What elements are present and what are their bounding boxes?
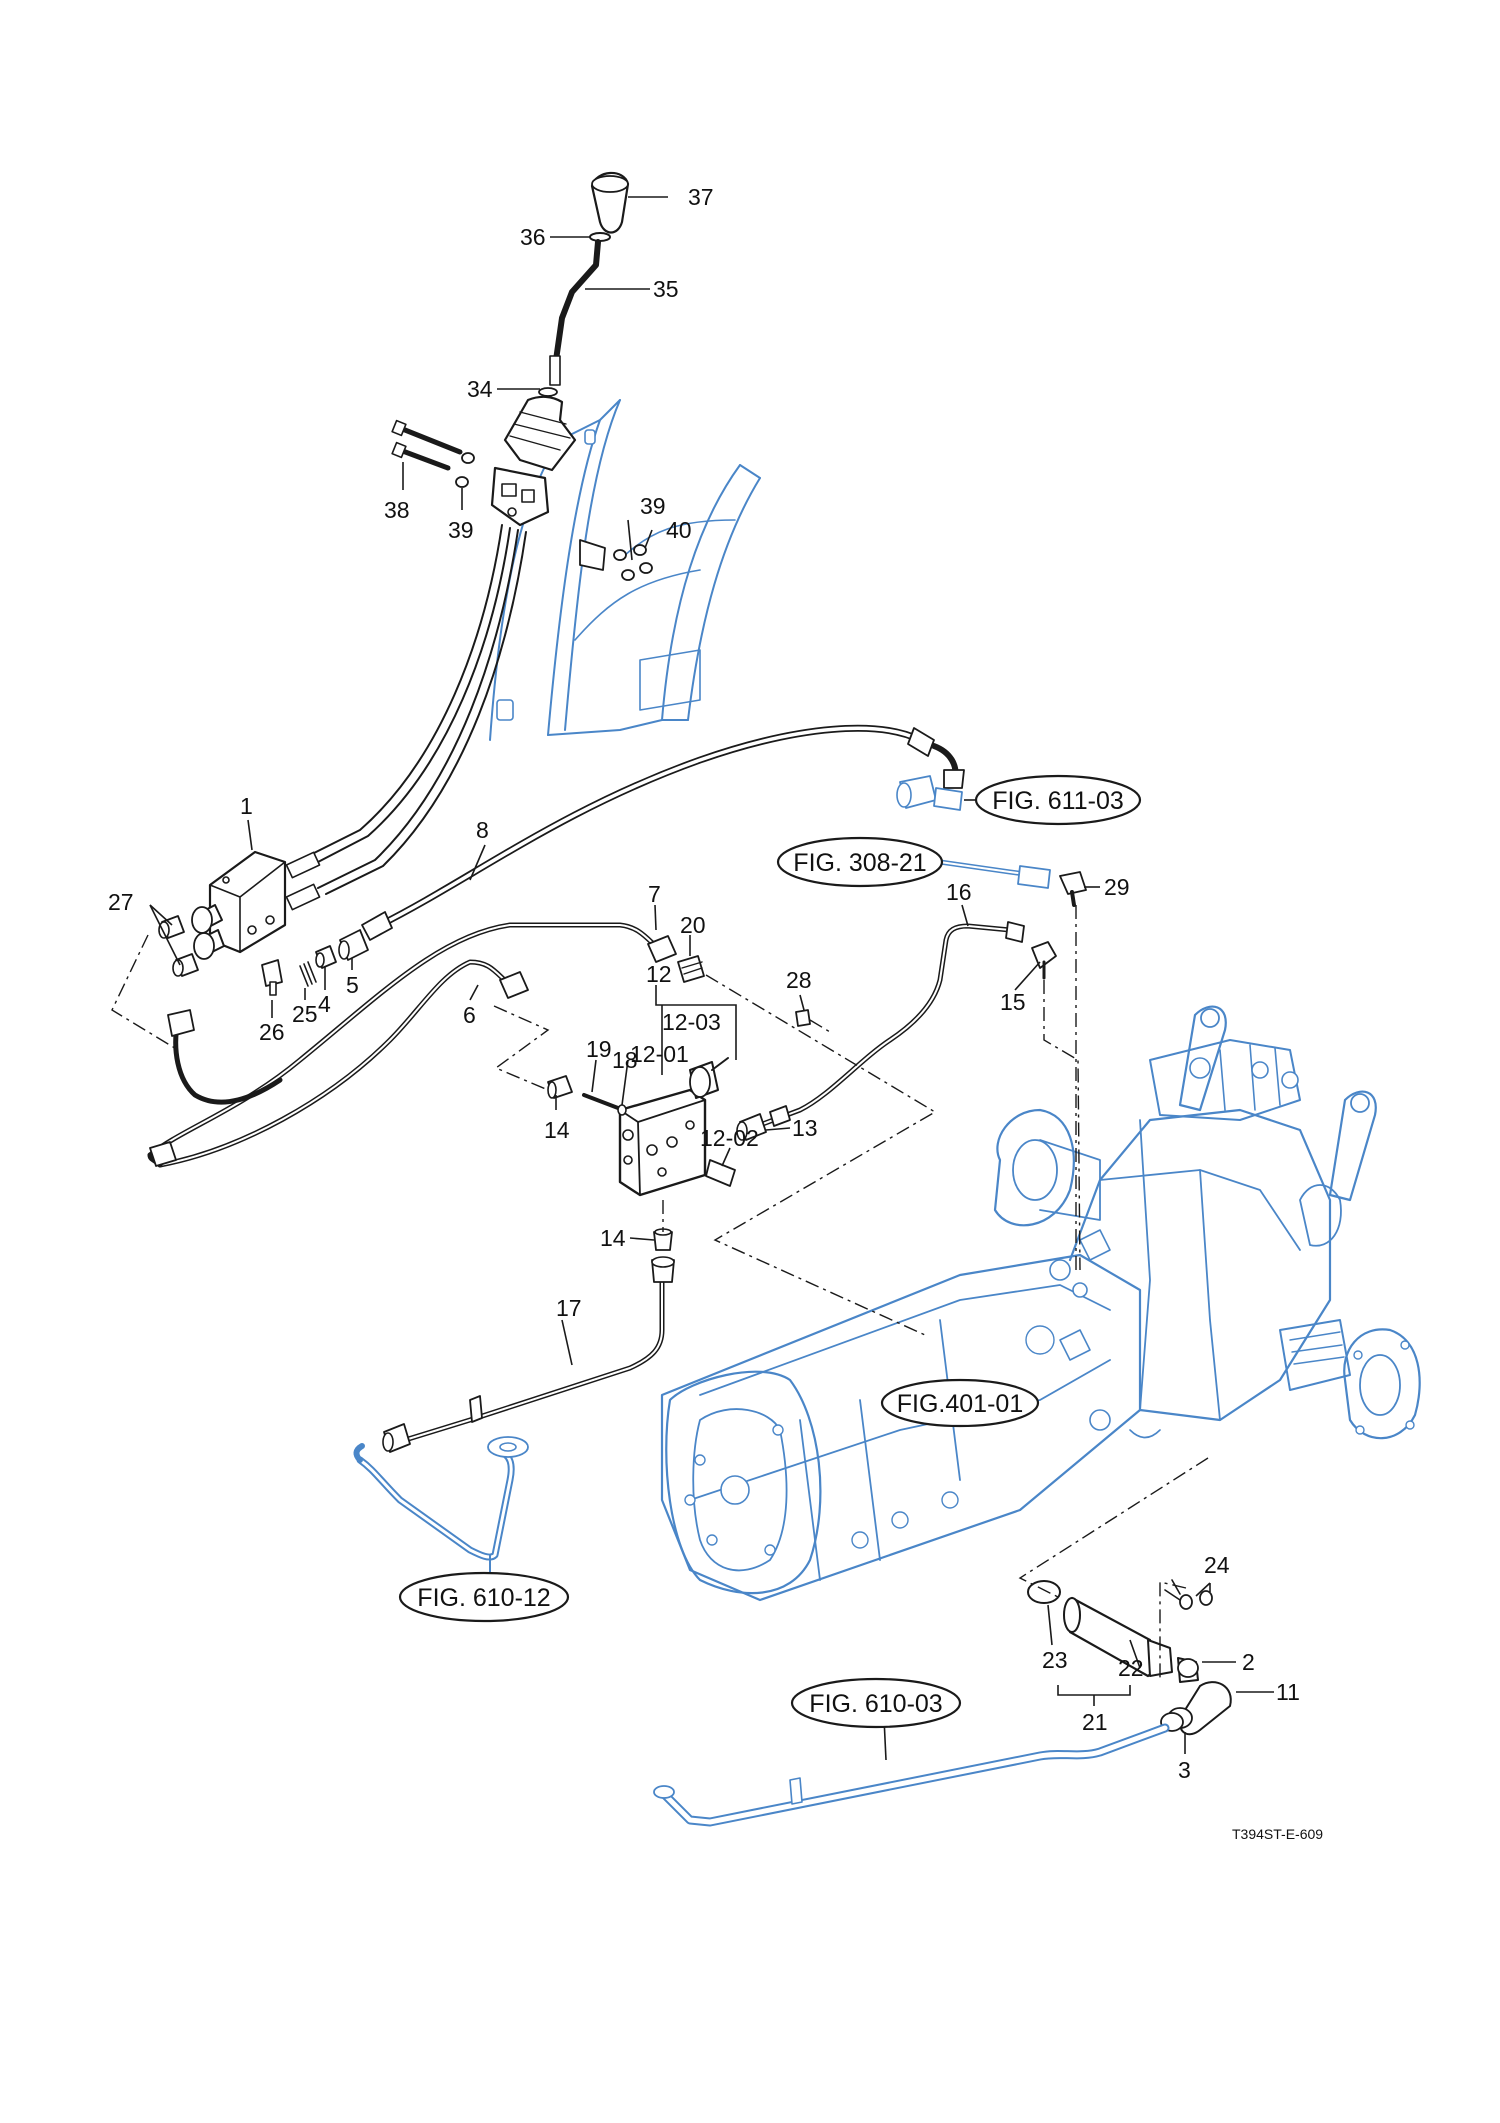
callout-36: 36 bbox=[520, 224, 546, 250]
callout-12-03: 12-03 bbox=[662, 1009, 721, 1035]
control-cables bbox=[309, 524, 527, 895]
callout-20: 20 bbox=[680, 912, 706, 938]
callout-28: 28 bbox=[786, 967, 812, 993]
callout-34: 34 bbox=[467, 376, 493, 402]
callout-3: 3 bbox=[1178, 1757, 1191, 1783]
callout-4: 4 bbox=[318, 991, 331, 1017]
callout-12-01: 12-01 bbox=[630, 1041, 689, 1067]
leader-lines bbox=[149, 196, 1274, 1754]
hose-8 bbox=[361, 724, 965, 941]
fig-ref-610-12[interactable]: FIG. 610-12 bbox=[398, 1571, 570, 1623]
callout-23: 23 bbox=[1042, 1647, 1068, 1673]
callout-8: 8 bbox=[476, 817, 489, 843]
fig-ref-611-03-label: FIG. 611-03 bbox=[992, 787, 1124, 815]
callout-5: 5 bbox=[346, 972, 359, 998]
callout-19: 19 bbox=[586, 1036, 612, 1062]
callout-24: 24 bbox=[1204, 1552, 1230, 1578]
callout-6: 6 bbox=[463, 1002, 476, 1028]
lever-housing bbox=[490, 466, 550, 527]
callout-16: 16 bbox=[946, 879, 972, 905]
callout-12: 12 bbox=[646, 961, 672, 987]
callout-37: 37 bbox=[688, 184, 714, 210]
pipe-17 bbox=[382, 1256, 675, 1453]
callout-39a: 39 bbox=[448, 517, 474, 543]
block-valve-12 bbox=[547, 1057, 736, 1251]
callout-18: 18 bbox=[612, 1047, 638, 1073]
callout-2: 2 bbox=[1242, 1649, 1255, 1675]
pipe-16 bbox=[736, 921, 1057, 1141]
fig-ref-401-01[interactable]: FIG.401-01 bbox=[880, 1378, 1040, 1428]
callout-21: 21 bbox=[1082, 1709, 1108, 1735]
return-pipe-610-12 bbox=[353, 1436, 529, 1581]
callout-35: 35 bbox=[653, 276, 679, 302]
elbow-611 bbox=[896, 775, 963, 811]
callout-38: 38 bbox=[384, 497, 410, 523]
callout-11: 11 bbox=[1276, 1679, 1300, 1705]
callout-17: 17 bbox=[556, 1295, 582, 1321]
fig-ref-610-12-label: FIG. 610-12 bbox=[417, 1584, 550, 1612]
fig-ref-610-03-label: FIG. 610-03 bbox=[809, 1690, 942, 1718]
small-fittings bbox=[261, 929, 369, 996]
callout-22: 22 bbox=[1118, 1655, 1144, 1681]
fig-ref-308-21-label: FIG. 308-21 bbox=[793, 849, 926, 877]
fig-ref-308-21[interactable]: FIG. 308-21 bbox=[776, 836, 944, 888]
callout-14a: 14 bbox=[544, 1117, 570, 1143]
lever-boot bbox=[503, 395, 577, 472]
callout-39b: 39 bbox=[640, 493, 666, 519]
pipes-6-7 bbox=[147, 922, 677, 1168]
callout-labels: 37 36 35 34 38 39 39 40 1 8 27 26 25 4 5… bbox=[108, 184, 1300, 1783]
callout-7: 7 bbox=[648, 881, 661, 907]
callout-29: 29 bbox=[1104, 874, 1130, 900]
o-ring bbox=[1027, 1580, 1061, 1604]
callout-15: 15 bbox=[1000, 989, 1026, 1015]
fittings-27 bbox=[158, 915, 199, 977]
fig-ref-611-03[interactable]: FIG. 611-03 bbox=[964, 774, 1142, 826]
callout-1: 1 bbox=[240, 793, 253, 819]
callout-25: 25 bbox=[292, 1001, 318, 1027]
connector-lines bbox=[111, 905, 1209, 1680]
callout-13: 13 bbox=[792, 1115, 818, 1141]
fig-ref-401-01-label: FIG.401-01 bbox=[897, 1390, 1023, 1418]
callout-12-02: 12-02 bbox=[700, 1125, 759, 1151]
control-lever-assembly bbox=[391, 171, 653, 581]
callout-26: 26 bbox=[259, 1019, 285, 1045]
fig-ref-610-03[interactable]: FIG. 610-03 bbox=[790, 1677, 962, 1761]
pipe-308-21 bbox=[937, 859, 1087, 907]
fender-outline bbox=[489, 399, 761, 741]
transmission-housing bbox=[660, 1005, 1421, 1602]
callout-40: 40 bbox=[666, 517, 692, 543]
callout-27: 27 bbox=[108, 889, 134, 915]
pipe-610-03 bbox=[653, 1723, 1170, 1827]
fittings-20-28 bbox=[677, 955, 811, 1027]
drawing-code: T394ST-E-609 bbox=[1232, 1826, 1323, 1842]
control-valve bbox=[191, 850, 321, 960]
callout-14b: 14 bbox=[600, 1225, 626, 1251]
